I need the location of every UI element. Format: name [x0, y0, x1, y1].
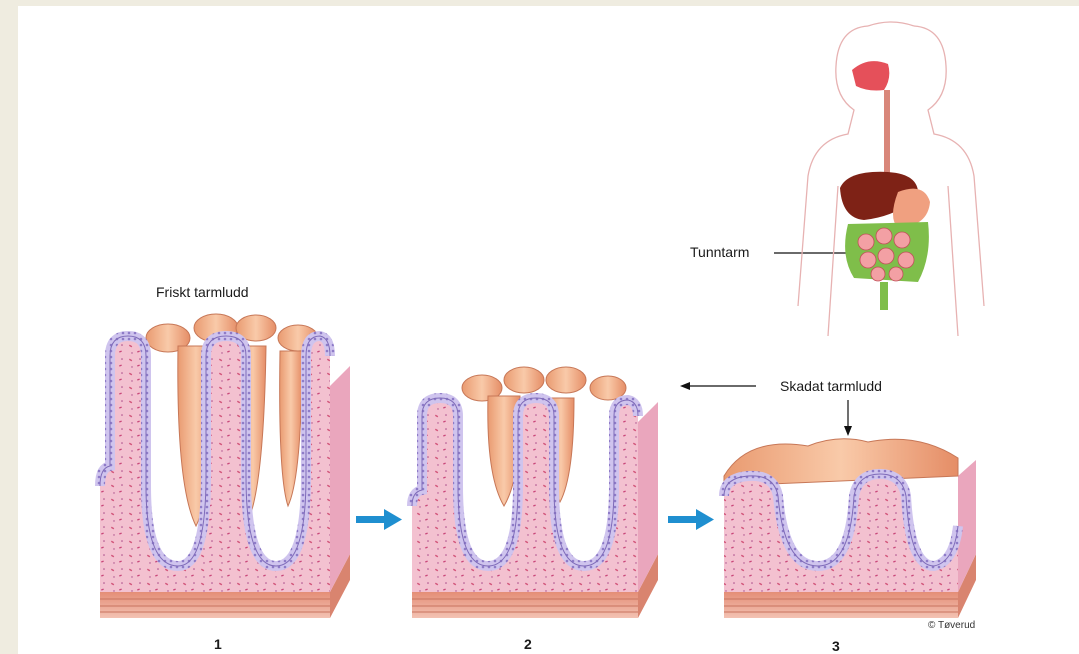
damaged-villi-label: Skadat tarmludd — [780, 378, 882, 394]
damaged-pointer-left — [680, 382, 756, 390]
stage-number-2: 2 — [524, 636, 532, 652]
stage-number-1: 1 — [214, 636, 222, 652]
diagram-svg — [18, 6, 1079, 654]
diagram-canvas: Friskt tarmludd Skadat tarmludd Tunntarm… — [18, 6, 1079, 654]
damaged-pointer-down — [844, 400, 852, 436]
small-intestine-label: Tunntarm — [690, 244, 749, 260]
copyright-credit: © Tøverud — [928, 620, 975, 631]
human-body-figure — [798, 22, 984, 336]
progression-arrow-2-3 — [668, 509, 714, 530]
villus-block-2 — [412, 367, 658, 618]
stage-number-3: 3 — [832, 638, 840, 654]
healthy-villi-label: Friskt tarmludd — [156, 284, 249, 300]
villus-block-3 — [724, 439, 976, 618]
villus-block-1 — [100, 314, 350, 618]
progression-arrow-1-2 — [356, 509, 402, 530]
